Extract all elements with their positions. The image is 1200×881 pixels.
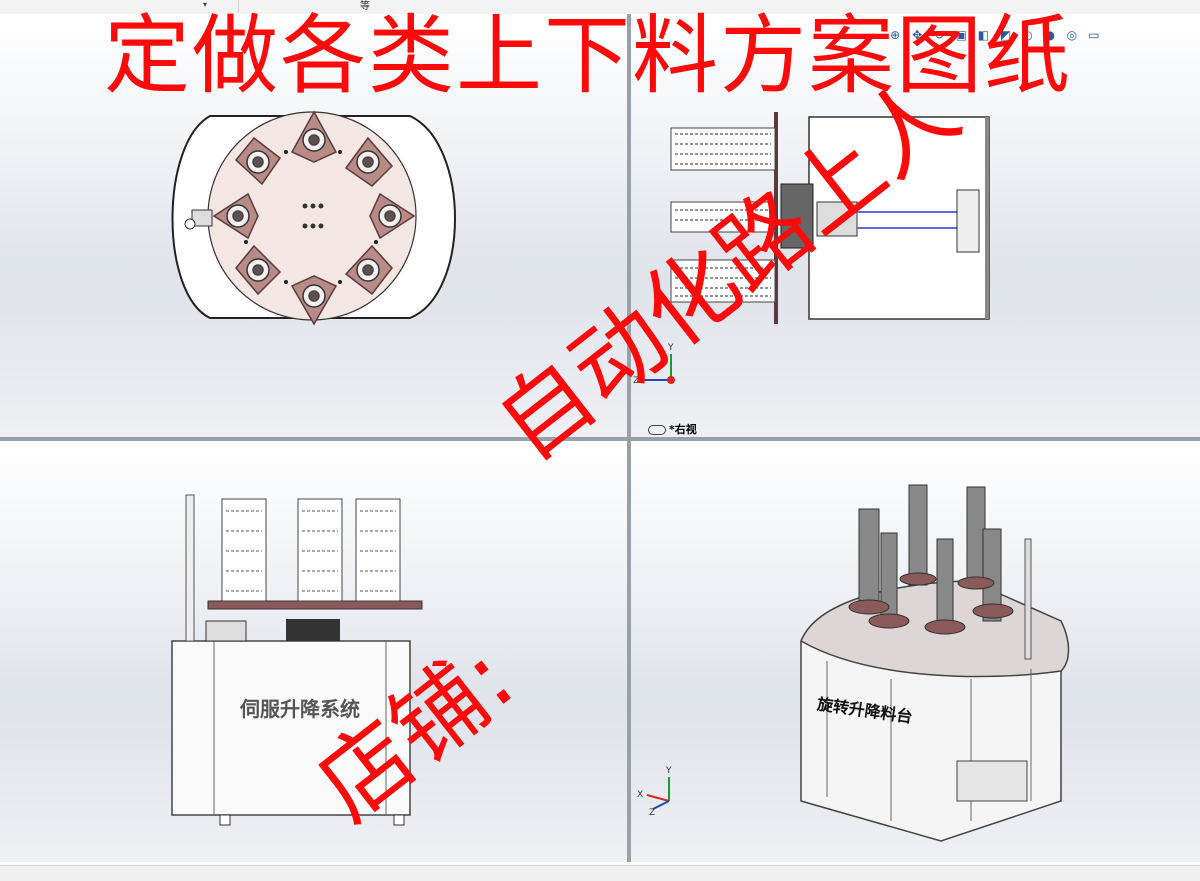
svg-text:Y: Y — [667, 343, 674, 353]
fixture-e — [369, 192, 416, 240]
fixture-ne — [344, 136, 394, 187]
fixture-nw — [234, 136, 282, 186]
section-icon[interactable]: ◧ — [977, 28, 990, 42]
search-icon[interactable]: ⌕ — [869, 28, 877, 42]
pan-icon[interactable]: ✥ — [912, 28, 923, 42]
link-icon — [648, 425, 666, 435]
axis-triad-right: Z Y — [633, 343, 675, 386]
hide-icon[interactable]: ◐ — [1022, 28, 1033, 42]
svg-text:X: X — [637, 790, 643, 800]
front-panel-text: 伺服升降系统 — [240, 697, 360, 721]
rotate-icon[interactable]: ↻ — [934, 28, 945, 42]
viewport-front[interactable]: 伺服升降系统 — [0, 441, 627, 862]
right-view-label: *右视 — [648, 421, 697, 437]
fixture-n — [290, 110, 338, 163]
fixture-sw — [235, 244, 282, 296]
display-icon[interactable]: ◩ — [999, 28, 1012, 42]
axis-triad-iso: X Y Z — [637, 766, 672, 818]
fixture-w — [212, 192, 259, 240]
monitor-icon[interactable]: ▭ — [1088, 28, 1100, 42]
toolbar-tab[interactable]: 等 — [360, 1, 370, 12]
top-view-drawing — [171, 110, 456, 326]
status-bar — [0, 865, 1200, 881]
heads-up-toolbar: ⌕ ⊕ ✥ ↻ ▣ ◧ ◩ ◐ ● ◎ ▭ — [866, 24, 1200, 44]
cube-icon[interactable]: ▣ — [955, 28, 968, 42]
viewport-right[interactable]: Z Y — [631, 14, 1200, 437]
zoom-icon[interactable]: ⊕ — [890, 28, 901, 42]
viewport-divider-vertical[interactable] — [627, 14, 631, 862]
viewport-divider-horizontal[interactable] — [0, 437, 1200, 441]
fixture-se — [344, 244, 393, 296]
svg-text:Z: Z — [649, 808, 655, 818]
svg-text:Y: Y — [665, 766, 672, 776]
front-view-drawing — [171, 494, 423, 826]
viewport-top[interactable] — [0, 14, 627, 437]
svg-text:Z: Z — [633, 376, 639, 386]
chevron-down-icon[interactable]: ▾ — [203, 0, 208, 9]
scene-icon[interactable]: ◎ — [1066, 28, 1078, 42]
configuration-dropdown[interactable]: ▾ — [0, 0, 239, 13]
iso-view-drawing: X Y Z — [637, 484, 1070, 842]
top-toolbar: ▾ 等 — [0, 0, 1200, 15]
appearance-icon[interactable]: ● — [1044, 28, 1055, 42]
fixture-s — [290, 275, 338, 326]
right-view-drawing: Z Y — [633, 112, 990, 386]
viewport-iso[interactable]: X Y Z 旋转升降料台 — [631, 441, 1200, 862]
